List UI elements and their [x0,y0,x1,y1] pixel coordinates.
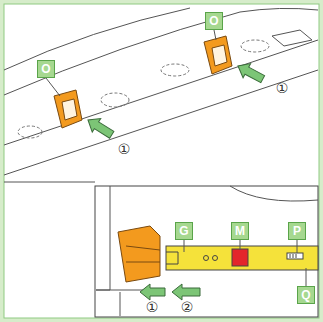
callout-number: ② [181,300,194,314]
leader-line [214,30,216,40]
callout-letter: M [235,225,245,237]
clip-ghost [18,126,42,138]
clip-window [62,99,77,120]
direction-arrow [140,284,165,300]
leader-line [240,240,241,250]
callout-letter-box: M [231,222,249,240]
trim-edge [96,186,110,290]
leader-line [184,240,185,252]
callout-letter-box: O [37,60,55,78]
leader-lines [46,30,216,96]
remover-tool [166,246,318,270]
clip [204,36,232,74]
callout-letter-box: P [288,222,306,240]
tool-tip [166,252,178,264]
callout-letter: Q [301,289,310,301]
clip [118,226,160,282]
callout-letter: O [209,15,218,27]
leader-line [297,240,298,253]
tool-slider-ribs [290,254,296,258]
clip [54,36,232,128]
callout-letter-box: O [205,12,223,30]
trim-line [4,12,240,95]
inset [95,186,318,317]
trim-line [4,8,190,70]
callout-letter: O [41,63,50,75]
vehicle-interior [4,8,318,182]
leader-line [46,78,60,96]
divider [4,182,95,183]
clip-ghost [101,93,129,107]
leader-lines [184,240,306,286]
tool-slider [287,253,303,259]
trim-edge [120,292,121,316]
callout-letter: G [179,225,188,237]
clip-ghost [161,64,189,76]
tool-hole [213,256,218,261]
direction-arrow [84,59,267,142]
callout-letter-box: Q [297,286,315,304]
direction-arrow [84,113,116,141]
panel-background [4,4,319,318]
inset-frame [95,186,318,317]
trim-line [240,8,318,12]
tool-hole [204,256,209,261]
callout-letter-box: G [175,222,193,240]
panel-edge [4,40,318,145]
trim-line [230,186,318,201]
tool-button [232,249,248,266]
clip [54,90,82,128]
leader-line [306,268,307,286]
callout-number: ① [276,81,289,95]
seat-belt-anchor [272,30,312,46]
panel-edge [4,70,318,175]
clip-ghost [241,40,269,52]
callout-letter: P [293,225,301,237]
clip-ghost [18,40,269,138]
clip-detail [126,246,160,262]
direction-arrow [234,59,266,86]
callout-number: ① [118,142,131,156]
direction-arrow [172,284,200,300]
callout-number: ① [146,300,159,314]
clip-window [212,45,227,66]
